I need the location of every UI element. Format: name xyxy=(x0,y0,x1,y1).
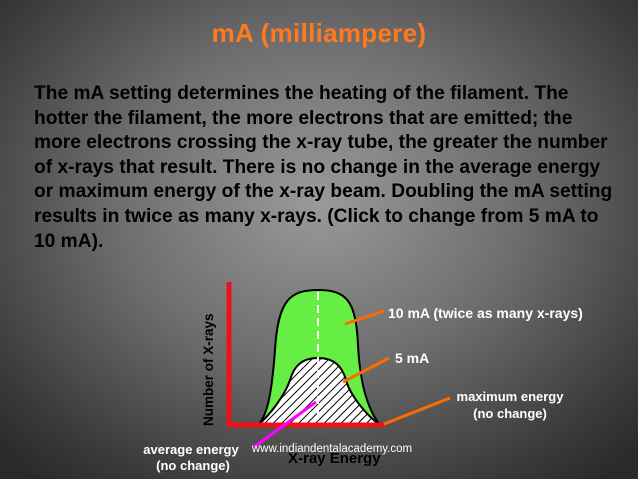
label-max-energy-line1: maximum energy xyxy=(457,389,565,404)
label-avg-energy-line2: (no change) xyxy=(156,458,230,473)
label-5ma: 5 mA xyxy=(395,350,429,366)
label-max-energy-line2: (no change) xyxy=(473,406,547,421)
x-axis-label: X-ray Energy xyxy=(288,450,381,467)
label-avg-energy-line1: average energy xyxy=(143,442,239,457)
arrow-10ma xyxy=(344,309,385,326)
arrow-avg-energy xyxy=(253,400,317,449)
label-10ma: 10 mA (twice as many x-rays) xyxy=(388,305,583,321)
y-axis-label: Number of X-rays xyxy=(201,313,216,426)
arrow-5ma xyxy=(342,356,390,384)
watermark: www.indiandentalacademy.com xyxy=(251,443,412,455)
explanation-paragraph: The mA setting determines the heating of… xyxy=(34,83,613,252)
slide-title: mA (milliampere) xyxy=(211,18,427,48)
arrow-max-energy xyxy=(383,396,451,426)
